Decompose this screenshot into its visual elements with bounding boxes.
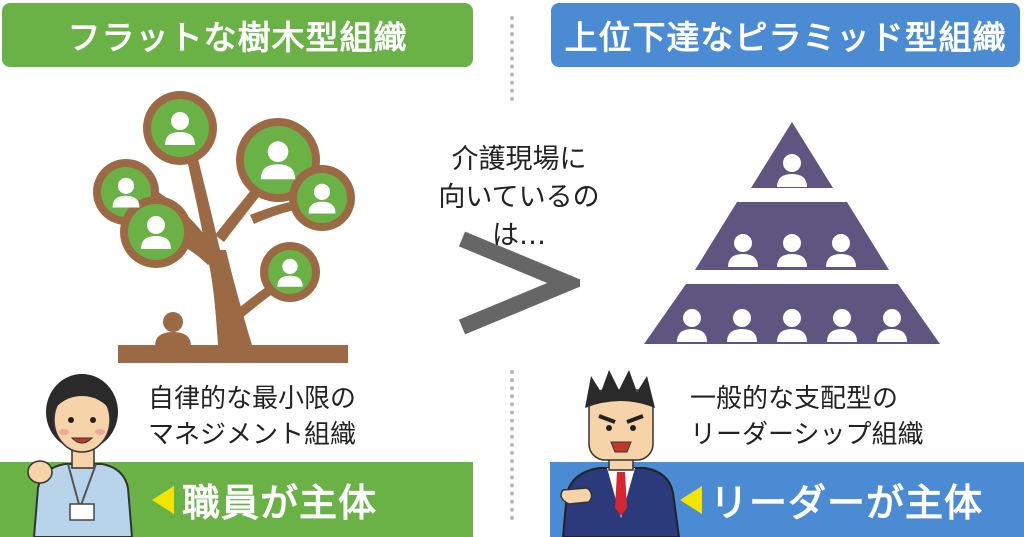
leader-man-illustration (560, 370, 681, 537)
pointer-triangle-icon (680, 485, 702, 514)
center-caption: 介護現場に 向いているのは… (414, 141, 624, 255)
greater-than-symbol (458, 231, 580, 335)
center-divider-bottom (510, 370, 514, 520)
center-caption-line-2: 向いているのは… (438, 182, 600, 251)
right-bar-label: リーダーが主体 (710, 481, 984, 525)
left-caption-line-1: 自律的な最小限の (148, 384, 357, 414)
left-bar-label: 職員が主体 (182, 481, 378, 525)
right-caption-line-2: リーダーシップ組織 (690, 420, 924, 450)
left-title: フラットな樹木型組織 (67, 18, 408, 57)
center-caption-line-1: 介護現場に (451, 144, 587, 175)
right-title-banner: 上位下達なピラミッド型組織 (551, 3, 1020, 67)
left-caption: 自律的な最小限の マネジメント組織 (148, 381, 356, 453)
ground-person-icon (155, 312, 191, 346)
right-caption-line-1: 一般的な支配型の (690, 384, 899, 414)
pointer-triangle-icon (152, 485, 174, 514)
pyramid-illustration (644, 122, 940, 344)
left-caption-line-2: マネジメント組織 (148, 420, 357, 450)
right-caption: 一般的な支配型の リーダーシップ組織 (690, 381, 923, 453)
left-title-banner: フラットな樹木型組織 (2, 3, 473, 67)
staff-woman-illustration (27, 374, 134, 537)
right-title: 上位下達なピラミッド型組織 (564, 18, 1007, 57)
tree-illustration (93, 91, 355, 363)
center-divider-top (510, 16, 514, 101)
